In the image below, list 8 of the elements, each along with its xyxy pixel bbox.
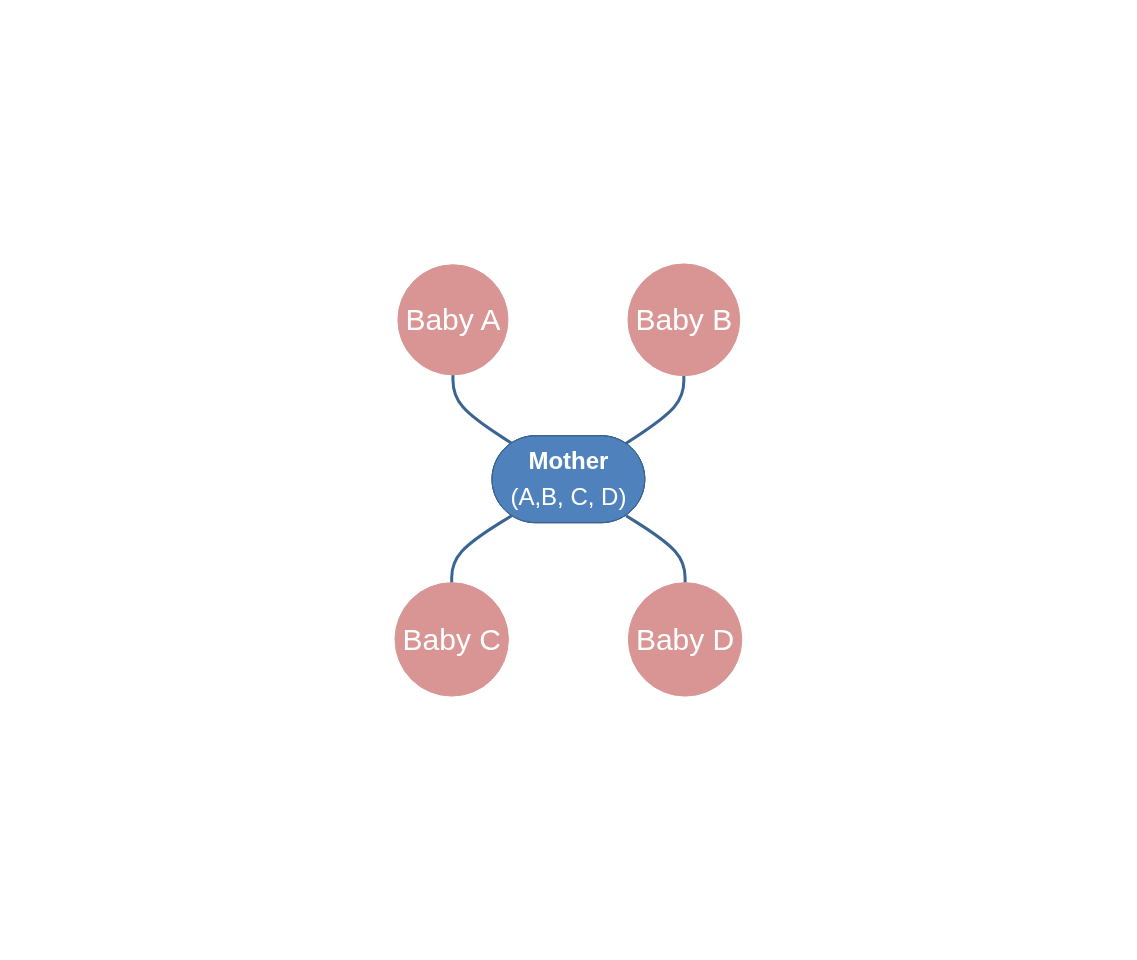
- connector: [625, 375, 686, 445]
- node-circle: Baby A: [397, 264, 509, 376]
- connector: [451, 374, 513, 445]
- connector: [450, 514, 513, 583]
- node-circle: Baby D: [628, 582, 743, 697]
- node-circle: Baby C: [394, 582, 509, 697]
- connector: [625, 514, 687, 583]
- node-circle: Baby B: [627, 263, 741, 377]
